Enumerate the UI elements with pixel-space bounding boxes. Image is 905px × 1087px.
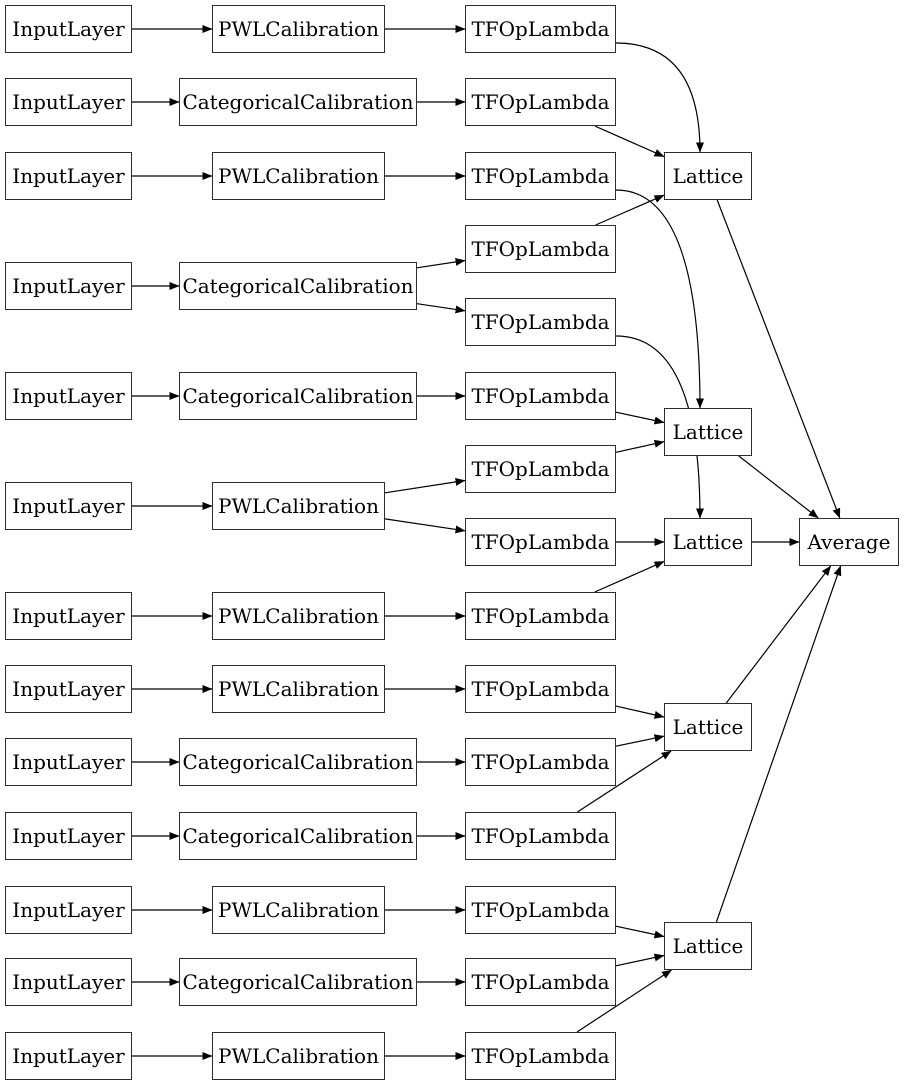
node-pwlcalibration-6: PWLCalibration [212,482,385,530]
node-lattice-3: Lattice [664,518,752,566]
edge-lat1-to-avg [716,199,841,519]
node-tfoplambda-7: TFOpLambda [465,592,616,640]
edge-la2-to-lat1 [594,125,665,158]
edge-la7-to-lat3 [594,560,665,593]
node-tfoplambda-3: TFOpLambda [465,152,616,200]
node-tfoplambda-11: TFOpLambda [465,886,616,934]
node-inputlayer-9: InputLayer [5,738,132,786]
edge-la8-to-lat4 [615,705,665,719]
edge-la11-to-lat5 [615,925,665,939]
edge-la1-to-lat1 [615,42,704,153]
node-tfoplambda-13: TFOpLambda [465,1032,616,1080]
node-lattice-2: Lattice [664,408,752,456]
node-pwlcalibration-7: PWLCalibration [212,592,385,640]
node-tfoplambda-9: TFOpLambda [465,738,616,786]
edge-la9-to-lat4 [615,734,665,747]
node-inputlayer-6: InputLayer [5,482,132,530]
node-tfoplambda-4b: TFOpLambda [465,298,616,346]
node-categoricalcalibration-10: CategoricalCalibration [179,812,417,860]
node-inputlayer-8: InputLayer [5,665,132,713]
node-tfoplambda-12: TFOpLambda [465,958,616,1006]
node-inputlayer-4: InputLayer [5,262,132,310]
node-inputlayer-3: InputLayer [5,152,132,200]
node-inputlayer-13: InputLayer [5,1032,132,1080]
node-inputlayer-5: InputLayer [5,372,132,420]
node-categoricalcalibration-9: CategoricalCalibration [179,738,417,786]
node-tfoplambda-5: TFOpLambda [465,372,616,420]
node-pwlcalibration-3: PWLCalibration [212,152,385,200]
node-inputlayer-11: InputLayer [5,886,132,934]
node-pwlcalibration-11: PWLCalibration [212,886,385,934]
node-tfoplambda-6b: TFOpLambda [465,518,616,566]
edge-la5-to-lat2 [615,411,665,425]
node-categoricalcalibration-12: CategoricalCalibration [179,958,417,1006]
edge-lat5-to-avg [715,565,842,923]
edge-la4a-to-lat1 [595,194,665,226]
edge-la12-to-lat5 [615,953,665,967]
edge-cal4-to-la4a [416,257,466,269]
node-lattice-1: Lattice [664,152,752,200]
node-tfoplambda-2: TFOpLambda [465,78,616,126]
edge-cal6-to-la6b [384,518,466,534]
node-tfoplambda-4a: TFOpLambda [465,225,616,273]
node-tfoplambda-8: TFOpLambda [465,665,616,713]
node-categoricalcalibration-4: CategoricalCalibration [179,262,417,310]
node-tfoplambda-6a: TFOpLambda [465,445,616,493]
node-categoricalcalibration-5: CategoricalCalibration [179,372,417,420]
node-inputlayer-10: InputLayer [5,812,132,860]
node-inputlayer-2: InputLayer [5,78,132,126]
edge-cal4-to-la4b [416,303,466,314]
node-inputlayer-7: InputLayer [5,592,132,640]
edge-lat2-to-avg [738,455,819,519]
node-pwlcalibration-8: PWLCalibration [212,665,385,713]
node-lattice-4: Lattice [664,703,752,751]
node-average: Average [799,518,899,566]
edge-cal6-to-la6a [384,477,466,494]
edge-la4b-to-lat3 [615,335,704,519]
edge-lat4-to-avg [725,565,832,704]
node-inputlayer-1: InputLayer [5,5,132,53]
edge-la3-to-lat2 [615,189,704,409]
node-tfoplambda-10: TFOpLambda [465,812,616,860]
node-lattice-5: Lattice [664,922,752,970]
edge-la10-to-lat4 [577,750,672,813]
edge-la13-to-lat5 [576,969,672,1033]
node-categoricalcalibration-2: CategoricalCalibration [179,78,417,126]
node-inputlayer-12: InputLayer [5,958,132,1006]
node-pwlcalibration-1: PWLCalibration [212,5,385,53]
edge-la6a-to-lat2 [615,439,665,453]
node-pwlcalibration-13: PWLCalibration [212,1032,385,1080]
node-tfoplambda-1: TFOpLambda [465,5,616,53]
